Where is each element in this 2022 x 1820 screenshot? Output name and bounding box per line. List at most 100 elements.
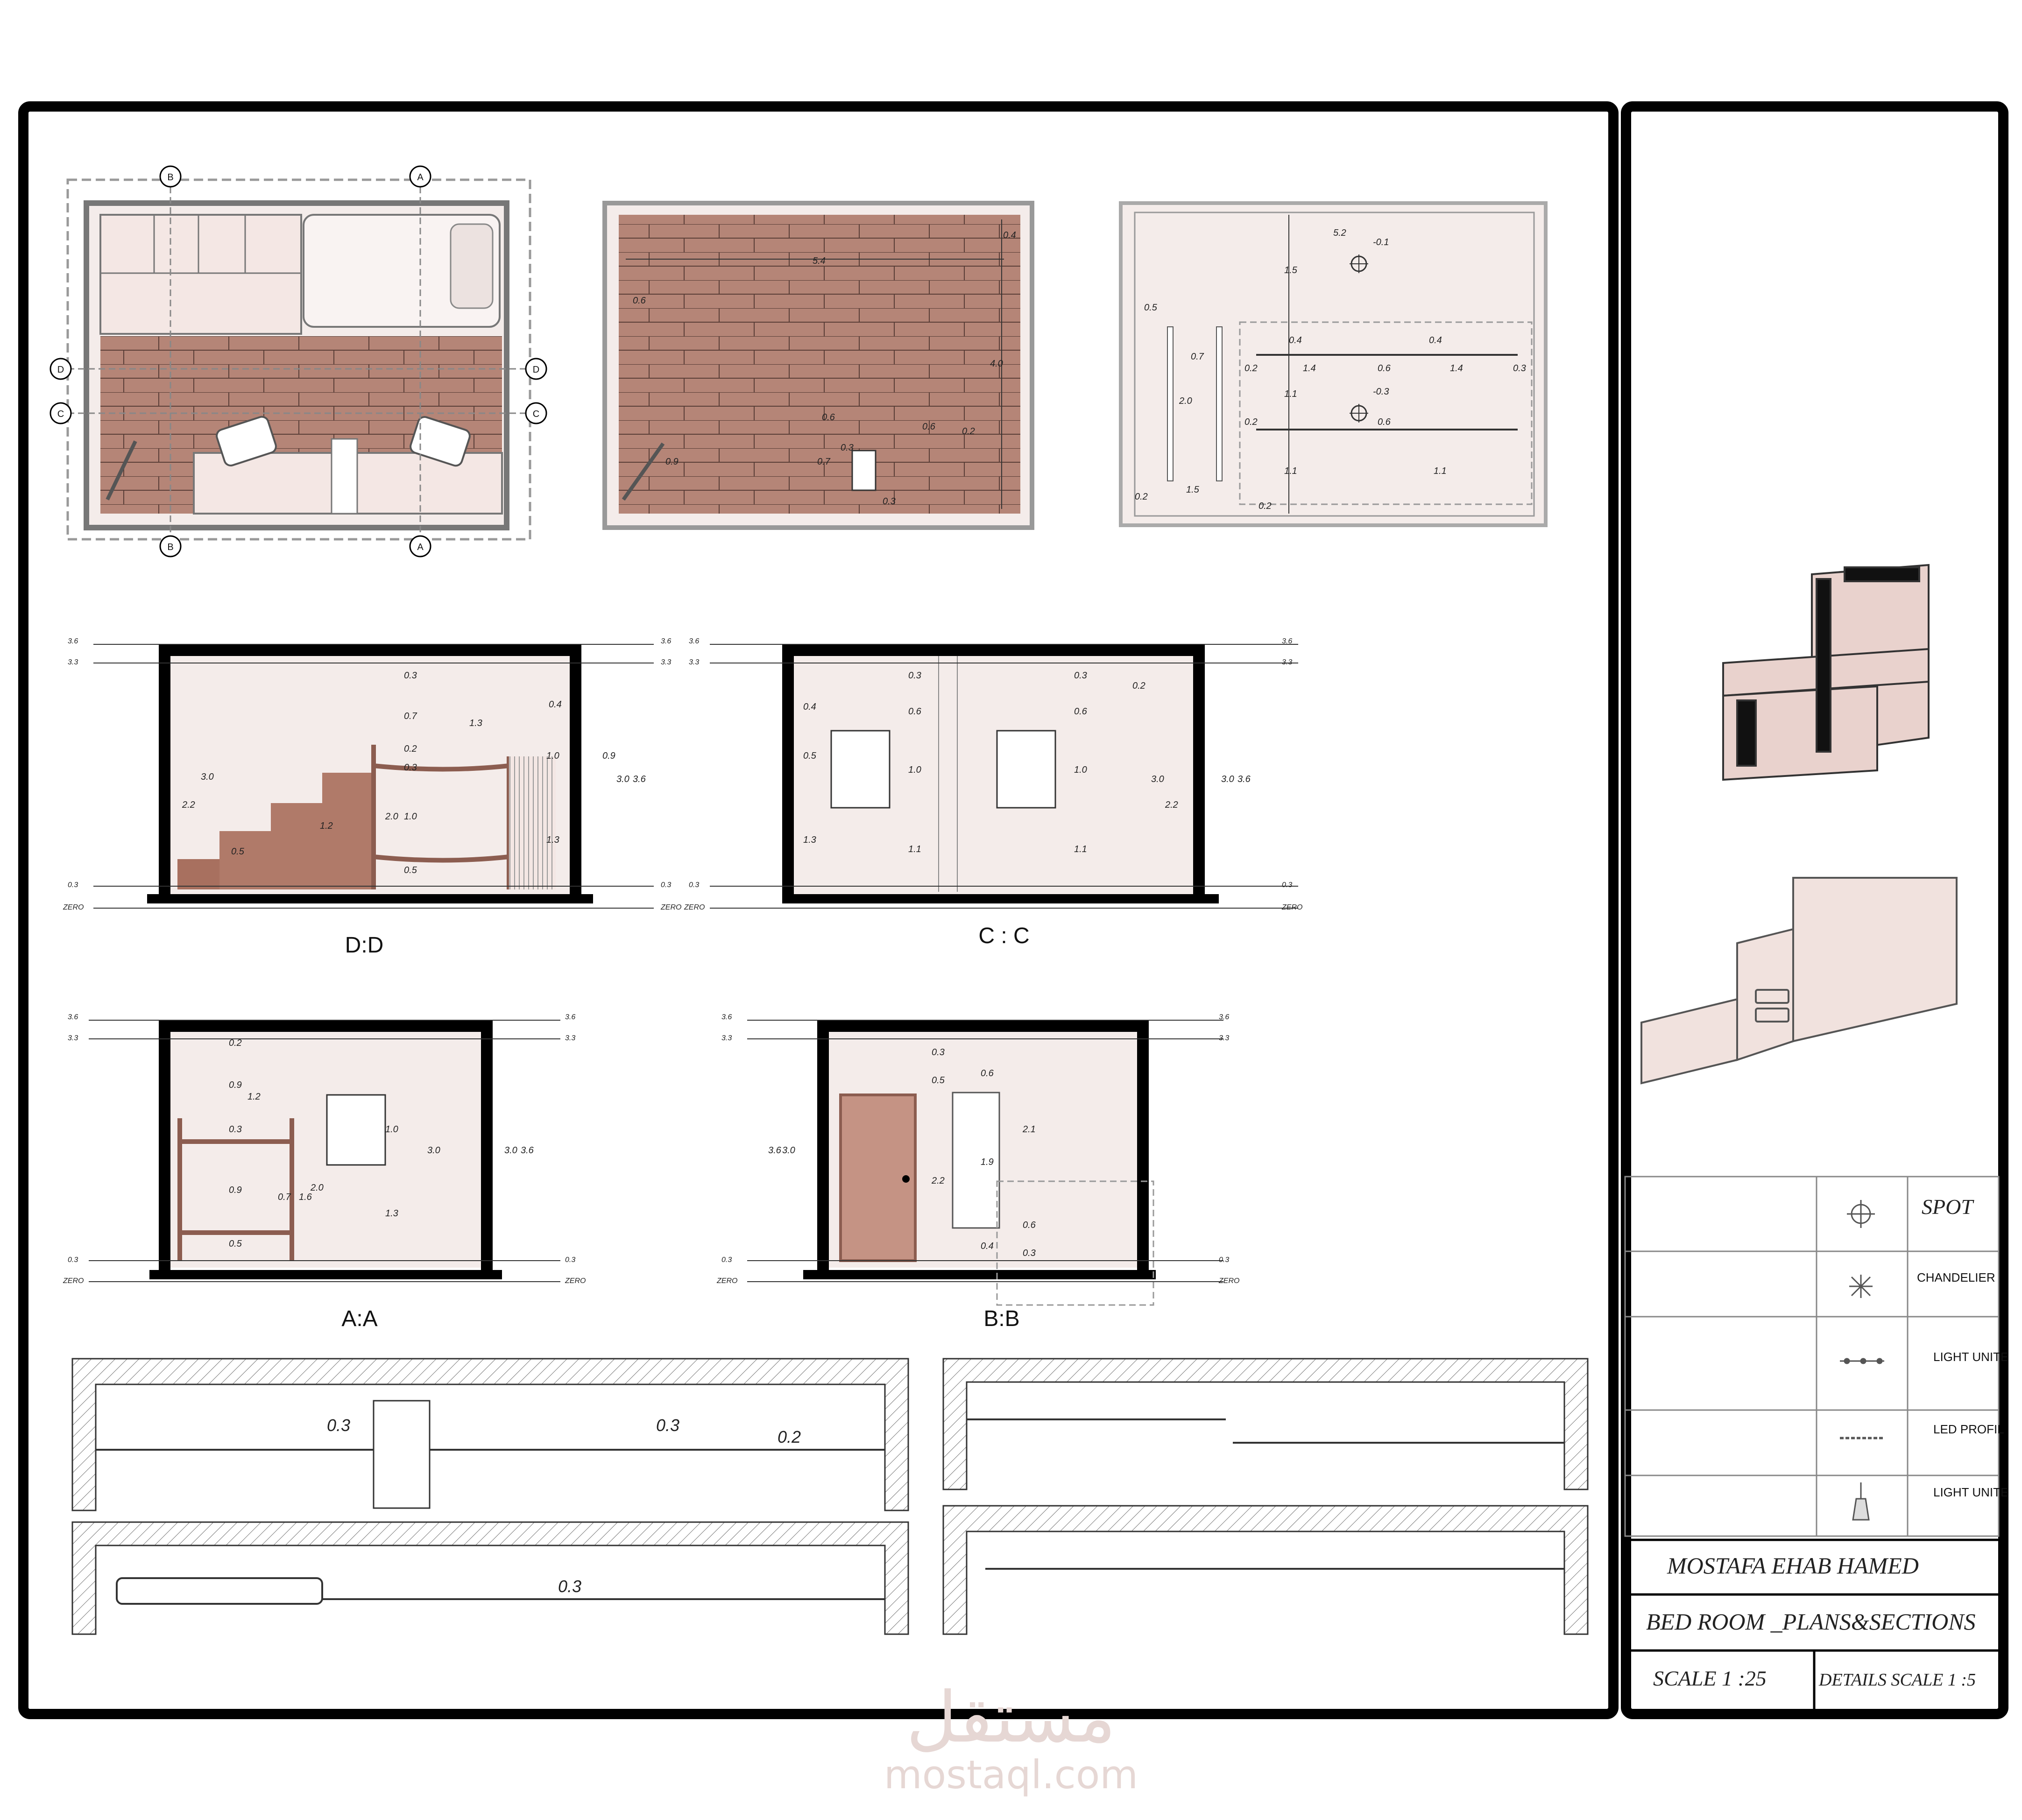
project-title: BED ROOM _PLANS&SECTIONS xyxy=(1646,1608,1976,1635)
svg-text:0.3: 0.3 xyxy=(1282,881,1292,889)
svg-text:0.3: 0.3 xyxy=(841,443,854,453)
svg-text:0.7: 0.7 xyxy=(1191,352,1204,362)
svg-text:0.6: 0.6 xyxy=(633,296,646,306)
svg-text:1.1: 1.1 xyxy=(1284,466,1297,476)
svg-text:0.9: 0.9 xyxy=(602,751,615,761)
svg-text:LIGHT UNITE: LIGHT UNITE xyxy=(1933,1350,2008,1364)
svg-text:2.0: 2.0 xyxy=(1179,396,1192,406)
svg-text:0.9: 0.9 xyxy=(229,1080,242,1090)
svg-text:0.7: 0.7 xyxy=(278,1192,291,1202)
ceiling-detail-3: 0.3 xyxy=(71,1521,909,1635)
section-b-b: 3.6 3.3 0.3 ZERO 3.6 3.3 0.3 ZERO 0.3 0.… xyxy=(716,1013,1239,1331)
stair-drawers xyxy=(177,859,219,889)
svg-text:ZERO: ZERO xyxy=(1281,903,1302,911)
svg-text:0.5: 0.5 xyxy=(803,751,817,761)
svg-text:5.2: 5.2 xyxy=(1333,228,1346,238)
svg-text:D: D xyxy=(57,365,64,375)
svg-text:0.3: 0.3 xyxy=(229,1124,242,1135)
svg-text:1.5: 1.5 xyxy=(1186,485,1200,495)
section-a-a: 3.6 3.3 0.3 ZERO 3.6 3.3 0.3 ZERO 0.2 0.… xyxy=(63,1013,586,1331)
chair-left xyxy=(216,416,277,467)
svg-text:0.5: 0.5 xyxy=(404,865,417,875)
svg-text:0.3: 0.3 xyxy=(721,1256,732,1264)
section-c-c: 3.6 3.3 0.3 ZERO 3.6 3.3 0.3 ZERO 0.3 0.… xyxy=(684,637,1302,948)
window xyxy=(996,730,1056,809)
svg-text:1.0: 1.0 xyxy=(1074,765,1087,775)
svg-text:0.6: 0.6 xyxy=(1074,706,1088,717)
crosshair-circle-icon xyxy=(1847,1200,1875,1228)
section-title: B:B xyxy=(983,1306,1019,1331)
svg-text:0.2: 0.2 xyxy=(1244,363,1258,374)
svg-text:3.6: 3.6 xyxy=(721,1013,732,1021)
svg-text:3.6: 3.6 xyxy=(1219,1013,1229,1021)
svg-text:3.6: 3.6 xyxy=(1237,774,1251,784)
svg-text:2.0: 2.0 xyxy=(310,1183,324,1193)
section-marker: A xyxy=(409,165,431,188)
svg-text:0.2: 0.2 xyxy=(1132,681,1145,691)
svg-text:0.4: 0.4 xyxy=(981,1241,994,1251)
svg-text:3.6: 3.6 xyxy=(661,637,671,645)
svg-text:0.3: 0.3 xyxy=(327,1416,350,1435)
svg-text:1.3: 1.3 xyxy=(469,718,482,728)
svg-text:A: A xyxy=(417,542,424,552)
svg-text:1.2: 1.2 xyxy=(247,1092,261,1102)
svg-text:0.7: 0.7 xyxy=(817,457,831,467)
svg-text:3.6: 3.6 xyxy=(689,637,699,645)
svg-text:0.3: 0.3 xyxy=(908,670,921,681)
svg-text:3.6: 3.6 xyxy=(1282,637,1292,645)
svg-text:0.5: 0.5 xyxy=(231,847,245,857)
svg-text:0.3: 0.3 xyxy=(565,1256,575,1264)
ceiling-detail-1: 0.3 0.3 0.2 xyxy=(71,1358,909,1511)
watermark-arabic: مستقل xyxy=(906,1677,1116,1758)
svg-text:ZERO: ZERO xyxy=(63,903,84,911)
svg-text:2.0: 2.0 xyxy=(385,811,398,822)
svg-text:1.3: 1.3 xyxy=(385,1208,398,1219)
svg-text:0.5: 0.5 xyxy=(229,1239,242,1249)
svg-text:0.4: 0.4 xyxy=(1003,230,1016,240)
svg-text:0.6: 0.6 xyxy=(981,1068,994,1079)
svg-text:0.3: 0.3 xyxy=(558,1577,581,1596)
svg-text:0.2: 0.2 xyxy=(229,1038,242,1048)
svg-text:0.2: 0.2 xyxy=(404,744,417,754)
svg-text:0.3: 0.3 xyxy=(932,1047,945,1058)
svg-text:0.3: 0.3 xyxy=(68,881,78,889)
section-marker: C xyxy=(49,402,72,424)
svg-text:0.4: 0.4 xyxy=(803,702,816,712)
svg-text:0.3: 0.3 xyxy=(1513,363,1526,374)
track-light-icon xyxy=(1840,1358,1884,1364)
svg-text:LIGHT UNITE: LIGHT UNITE xyxy=(1933,1485,2008,1499)
svg-text:1.9: 1.9 xyxy=(981,1157,994,1167)
svg-text:3.3: 3.3 xyxy=(68,1034,78,1042)
ceiling-detail-2 xyxy=(942,1358,1589,1490)
svg-text:0.6: 0.6 xyxy=(1378,363,1391,374)
section-title: A:A xyxy=(341,1306,377,1331)
svg-text:ZERO: ZERO xyxy=(565,1277,586,1285)
section-marker: B xyxy=(159,535,182,557)
svg-text:3.6: 3.6 xyxy=(68,1013,78,1021)
svg-text:0.4: 0.4 xyxy=(1429,335,1442,346)
section-marker: B xyxy=(159,165,182,188)
svg-text:3.3: 3.3 xyxy=(68,658,78,666)
svg-text:0.2: 0.2 xyxy=(1135,492,1148,502)
svg-text:1.1: 1.1 xyxy=(908,844,921,854)
section-marker: D xyxy=(525,358,547,380)
svg-text:3.3: 3.3 xyxy=(721,1034,732,1042)
svg-text:3.6: 3.6 xyxy=(633,774,646,784)
svg-text:0.6: 0.6 xyxy=(1378,417,1391,427)
svg-text:2.1: 2.1 xyxy=(1022,1124,1036,1135)
svg-text:1.1: 1.1 xyxy=(1284,389,1297,399)
svg-text:2.2: 2.2 xyxy=(1165,800,1178,810)
svg-text:3.3: 3.3 xyxy=(565,1034,575,1042)
svg-text:1.1: 1.1 xyxy=(1074,844,1087,854)
svg-text:0.6: 0.6 xyxy=(922,422,936,432)
window xyxy=(830,730,891,809)
svg-text:A: A xyxy=(417,172,424,183)
svg-text:3.0: 3.0 xyxy=(201,772,214,782)
svg-text:SPOT: SPOT xyxy=(1922,1195,1974,1219)
pendant-light-icon xyxy=(1852,1482,1870,1521)
svg-text:1.0: 1.0 xyxy=(908,765,921,775)
svg-text:1.0: 1.0 xyxy=(385,1124,398,1135)
section-d-d: 3.6 3.3 0.3 ZERO 3.6 3.3 0.3 ZERO 0.3 0.… xyxy=(63,637,681,958)
svg-text:1.6: 1.6 xyxy=(299,1192,312,1202)
